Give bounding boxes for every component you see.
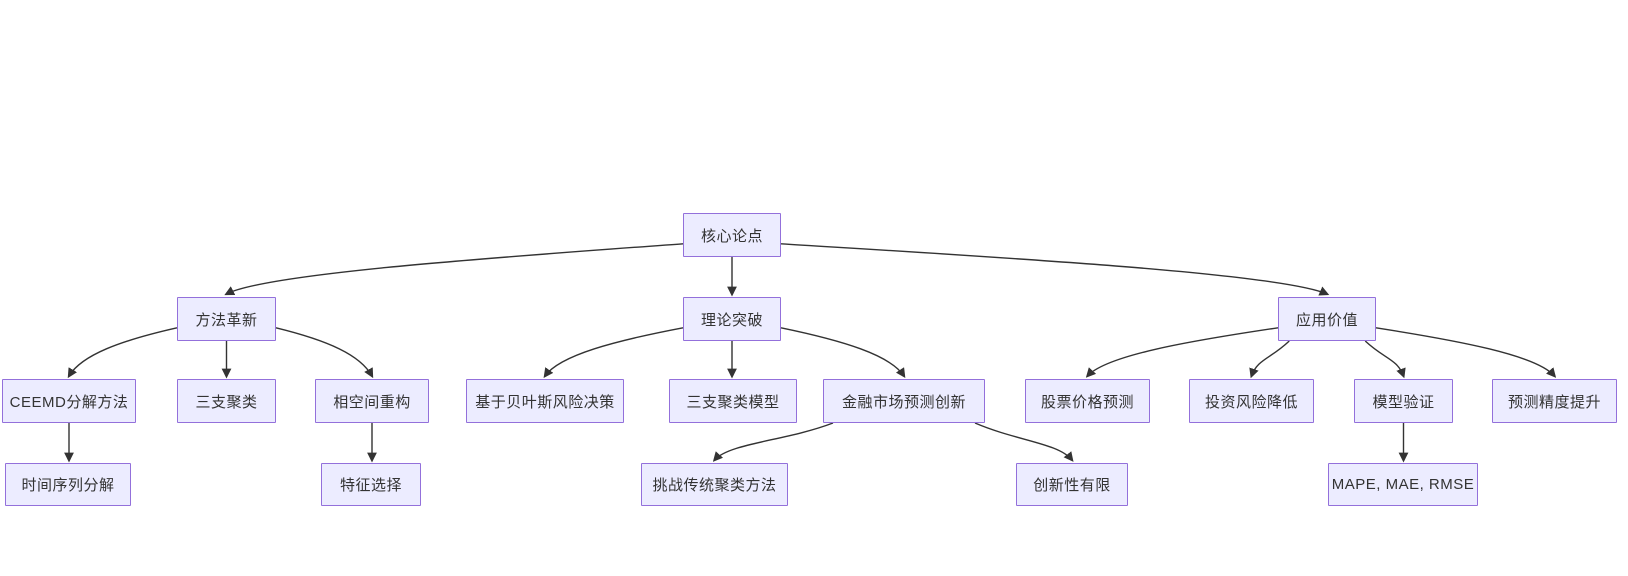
edge-method-phase_space <box>275 327 374 379</box>
node-metrics: MAPE, MAE, RMSE <box>1328 463 1478 506</box>
node-method: 方法革新 <box>177 297 276 341</box>
node-stock_pred: 股票价格预测 <box>1025 379 1150 423</box>
node-risk_reduce: 投资风险降低 <box>1189 379 1314 423</box>
edge-application-model_valid <box>1364 340 1406 379</box>
node-model_valid: 模型验证 <box>1354 379 1453 423</box>
node-challenge: 挑战传统聚类方法 <box>641 463 788 506</box>
edge-application-stock_pred <box>1085 327 1279 378</box>
edge-method-ceemd <box>67 327 178 379</box>
edge-application-risk_reduce <box>1249 340 1290 379</box>
node-phase_space: 相空间重构 <box>315 379 429 423</box>
node-ceemd: CEEMD分解方法 <box>2 379 136 423</box>
node-core: 核心论点 <box>683 213 781 257</box>
node-three_way: 三支聚类 <box>177 379 276 423</box>
node-accuracy: 预测精度提升 <box>1492 379 1617 423</box>
edge-core-method <box>224 243 684 296</box>
edge-fin_innovation-challenge <box>712 422 834 462</box>
edge-theory-fin_innovation <box>780 327 906 379</box>
edge-core-application <box>780 243 1330 296</box>
edge-theory-bayes <box>543 327 684 378</box>
node-fin_innovation: 金融市场预测创新 <box>823 379 985 423</box>
node-time_series: 时间序列分解 <box>5 463 131 506</box>
node-limited: 创新性有限 <box>1016 463 1128 506</box>
node-application: 应用价值 <box>1278 297 1376 341</box>
edge-application-accuracy <box>1375 327 1557 378</box>
node-bayes: 基于贝叶斯风险决策 <box>466 379 624 423</box>
edge-fin_innovation-limited <box>974 422 1074 462</box>
node-theory: 理论突破 <box>683 297 781 341</box>
node-three_way_model: 三支聚类模型 <box>669 379 797 423</box>
node-feature_sel: 特征选择 <box>321 463 421 506</box>
edge-group <box>64 243 1557 463</box>
